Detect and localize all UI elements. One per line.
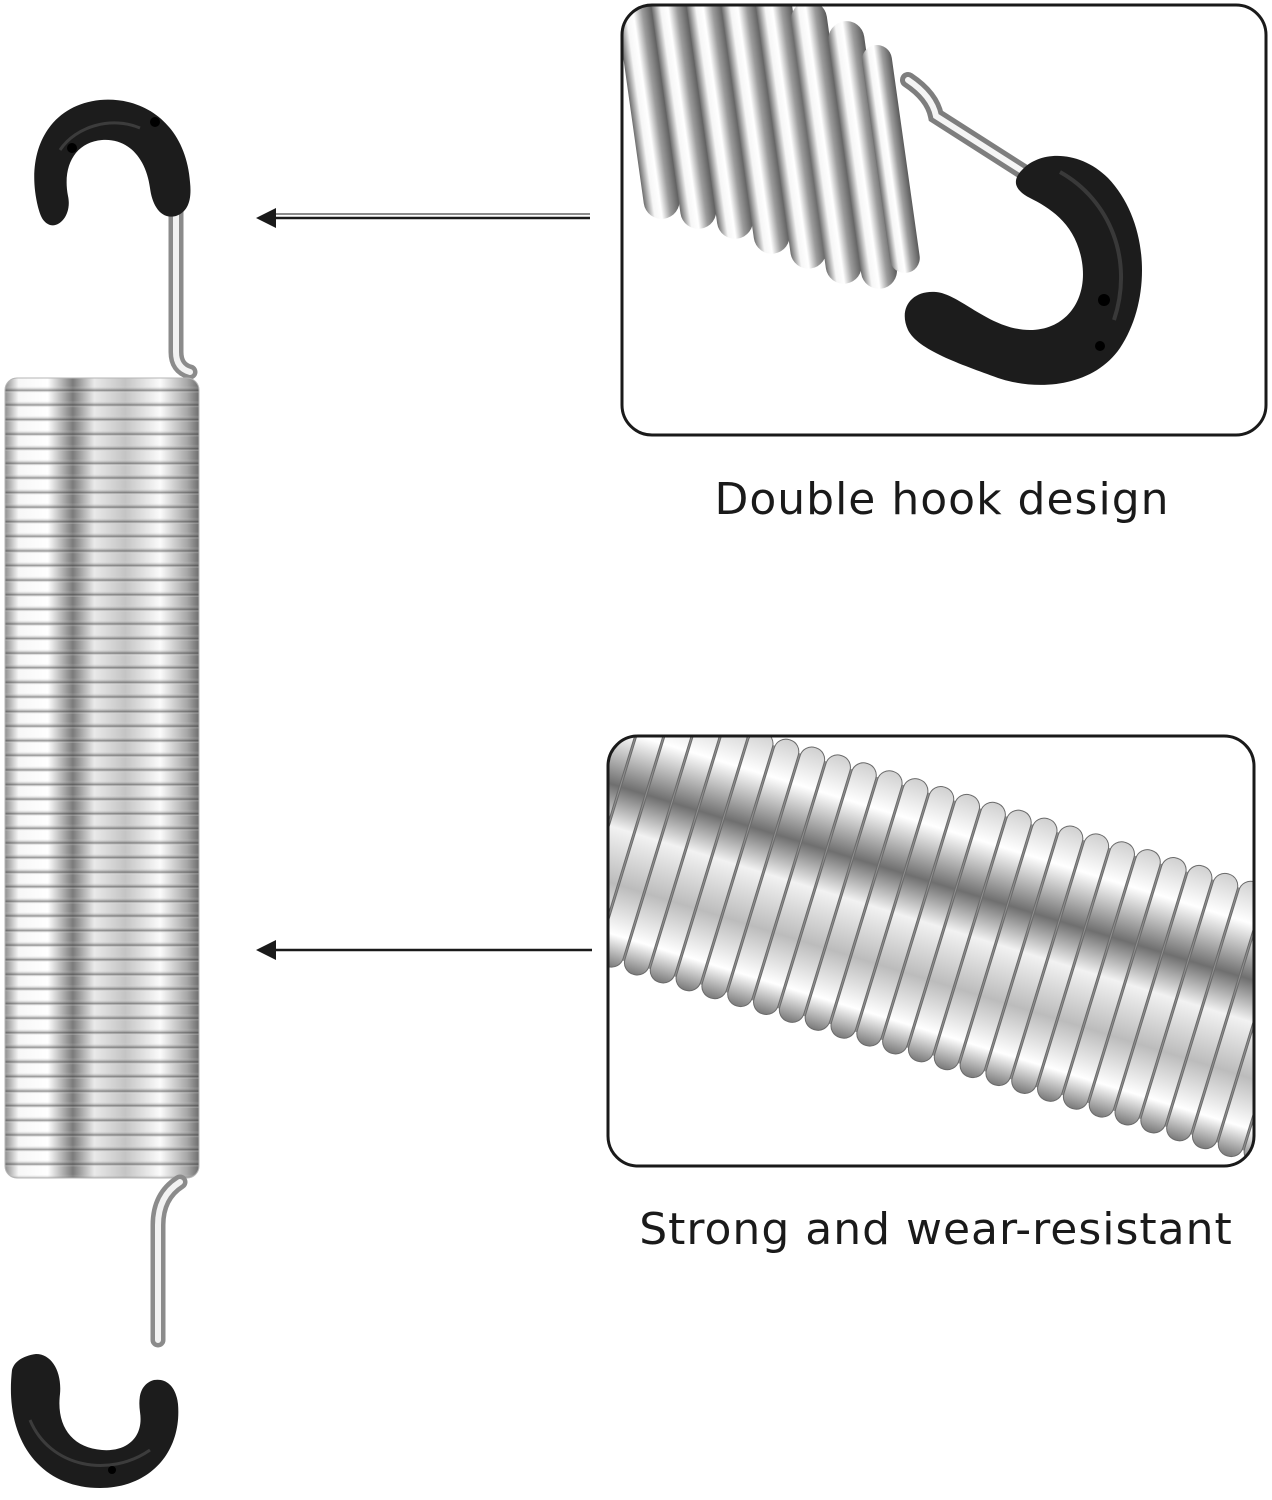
coil-turn	[1062, 849, 1161, 1110]
zoom-panel-hook	[620, 3, 1268, 437]
coil-turn	[804, 770, 903, 1031]
coil-turn	[623, 736, 722, 976]
coil-turn	[675, 736, 774, 992]
arrow-to-coil	[256, 940, 592, 960]
spring-full-view	[4, 99, 200, 1488]
coil-turn	[1217, 896, 1254, 1158]
bottom-hook-cover	[10, 1354, 179, 1488]
coil-turn	[882, 793, 981, 1055]
coil-turn	[1140, 872, 1239, 1134]
coil-turn	[1166, 880, 1254, 1142]
arrow-to-hook	[256, 208, 590, 228]
coil-turn	[985, 825, 1084, 1087]
coil-turn	[959, 817, 1058, 1079]
coil-turn	[1037, 841, 1135, 1102]
coil-turn	[778, 762, 877, 1023]
coil-turn	[907, 801, 1006, 1063]
zoom-frame-coil	[606, 734, 1256, 1168]
coil-turn	[830, 778, 929, 1039]
coil-turn	[649, 736, 748, 984]
caption-wear-resistant: Strong and wear-resistant	[639, 1204, 1233, 1255]
coil-turn	[1114, 864, 1213, 1126]
zoom-frame-hook	[620, 3, 1268, 437]
top-hook-cover	[34, 99, 191, 226]
zoom-panel-coil	[606, 734, 1256, 1168]
coil-turn	[727, 746, 826, 1008]
caption-double-hook: Double hook design	[714, 474, 1170, 525]
coil-turn	[701, 738, 800, 1000]
coil-turn	[1088, 857, 1187, 1118]
coil-turn	[753, 754, 851, 1015]
coil-turn	[608, 736, 645, 952]
coil-turn	[608, 736, 697, 968]
coil-turn	[933, 809, 1032, 1071]
hook-cover-closeup	[904, 155, 1142, 385]
coil-turn	[1011, 833, 1110, 1094]
coil-turn	[856, 786, 955, 1047]
